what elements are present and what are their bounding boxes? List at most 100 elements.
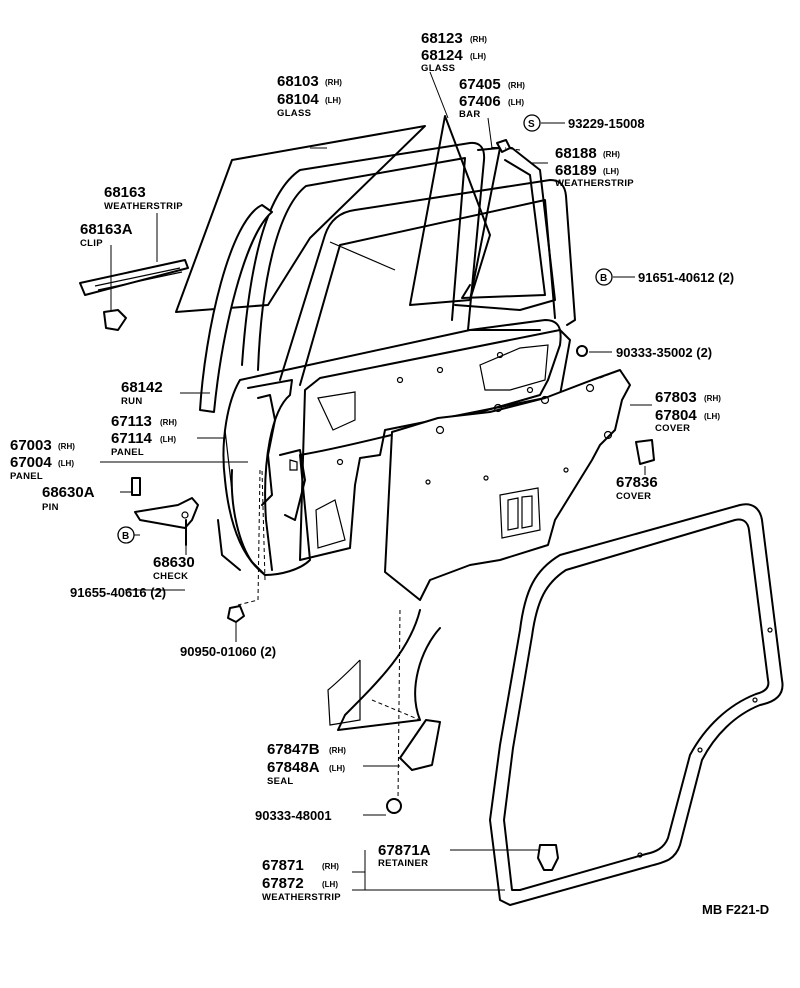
door-weatherstrip [489,503,784,906]
svg-text:WEATHERSTRIP: WEATHERSTRIP [104,201,183,212]
svg-text:67872: 67872 [262,875,304,892]
svg-text:(LH): (LH) [603,167,619,176]
svg-text:67113: 67113 [111,413,152,430]
callout-glass-front: 68103 (RH) 68104 (LH) GLASS [277,73,342,119]
svg-text:67836: 67836 [616,474,658,491]
callout-bar: 67405 (RH) 67406 (LH) BAR [459,76,525,120]
clip-part [103,309,127,331]
svg-text:68163: 68163 [104,184,146,201]
leader-lines [100,71,652,891]
svg-text:68630: 68630 [153,554,195,571]
svg-text:(RH): (RH) [58,442,75,451]
svg-text:67848A: 67848A [267,759,320,776]
callout-plug2: 90333-48001 [255,808,332,823]
svg-text:67114: 67114 [111,430,153,447]
svg-text:93229-15008: 93229-15008 [568,116,645,131]
svg-text:91655-40616 (2): 91655-40616 (2) [70,585,166,600]
svg-text:(LH): (LH) [58,459,74,468]
callout-glass-rear: 68123 (RH) 68124 (LH) GLASS [421,30,487,74]
front-glass-shape [175,125,426,313]
callout-check: B 68630 CHECK [117,526,195,582]
svg-text:68189: 68189 [555,162,597,179]
svg-text:68123: 68123 [421,30,463,47]
svg-text:B: B [122,531,129,542]
svg-text:B: B [600,273,607,284]
svg-text:(RH): (RH) [322,862,339,871]
svg-text:68163A: 68163A [80,221,133,238]
svg-text:(LH): (LH) [470,52,486,61]
callout-panel-inner: 67113 (RH) 67114 (LH) PANEL [111,413,177,458]
svg-text:BAR: BAR [459,109,480,120]
svg-text:GLASS: GLASS [421,63,455,74]
callout-seal: 67847B (RH) 67848A (LH) SEAL [267,741,346,787]
svg-text:90333-35002 (2): 90333-35002 (2) [616,345,712,360]
callout-door-weatherstrip: 67871 (RH) 67872 (LH) WEATHERSTRIP [262,857,341,903]
callout-belt-weatherstrip: 68163 WEATHERSTRIP [104,184,183,212]
svg-text:68630A: 68630A [42,484,95,501]
retainer-clip [537,844,559,871]
svg-text:(LH): (LH) [508,98,524,107]
svg-text:67871A: 67871A [378,842,431,859]
svg-text:PIN: PIN [42,502,59,513]
callout-pin: 68630A PIN [42,484,95,513]
small-cover [635,439,655,465]
svg-text:S: S [528,119,535,130]
svg-text:68124: 68124 [421,47,463,64]
svg-text:WEATHERSTRIP: WEATHERSTRIP [262,892,341,903]
svg-text:(RH): (RH) [160,418,177,427]
callout-plug: 90333-35002 (2) [616,345,712,360]
door-drawing [79,115,784,906]
svg-text:GLASS: GLASS [277,108,311,119]
svg-text:(LH): (LH) [322,880,338,889]
svg-text:COVER: COVER [655,423,690,434]
svg-text:SEAL: SEAL [267,776,294,787]
svg-text:68104: 68104 [277,91,319,108]
svg-text:RETAINER: RETAINER [378,858,428,869]
callout-weatherstrip-glass: 68188 (RH) 68189 (LH) WEATHERSTRIP [555,145,634,189]
svg-text:67004: 67004 [10,454,52,471]
svg-text:PANEL: PANEL [111,447,144,458]
svg-text:90333-48001: 90333-48001 [255,808,332,823]
svg-text:WEATHERSTRIP: WEATHERSTRIP [555,178,634,189]
svg-text:68188: 68188 [555,145,597,162]
callout-bolt-b1: B 91651-40612 (2) [595,268,734,286]
door-inner-panel [299,329,571,561]
diagram-code: MB F221-D [702,902,769,917]
svg-text:(RH): (RH) [325,78,342,87]
run-strip [199,204,273,413]
svg-text:(RH): (RH) [508,81,525,90]
svg-text:91651-40612 (2): 91651-40612 (2) [638,270,734,285]
callout-screw: S 93229-15008 [523,114,645,132]
svg-text:(RH): (RH) [704,394,721,403]
svg-text:67003: 67003 [10,437,52,454]
svg-text:(LH): (LH) [160,435,176,444]
svg-text:(LH): (LH) [704,412,720,421]
svg-text:(RH): (RH) [470,35,487,44]
svg-text:68142: 68142 [121,379,163,396]
svg-text:67847B: 67847B [267,741,320,758]
door-sash [241,141,541,366]
svg-text:90950-01060 (2): 90950-01060 (2) [180,644,276,659]
svg-text:(RH): (RH) [329,746,346,755]
callout-retainer: 67871A RETAINER [378,842,431,869]
svg-text:(LH): (LH) [329,764,345,773]
callout-bolt-b2: 91655-40616 (2) [70,585,166,600]
seal-piece [337,609,441,731]
svg-text:67871: 67871 [262,857,304,874]
callout-clip: 68163A CLIP [80,221,133,249]
callout-panel-outer: 67003 (RH) 67004 (LH) PANEL [10,437,75,482]
svg-text:PANEL: PANEL [10,471,43,482]
door-outer-panel [222,319,562,576]
svg-text:COVER: COVER [616,491,651,502]
svg-text:67803: 67803 [655,389,697,406]
svg-text:CHECK: CHECK [153,571,188,582]
svg-text:CLIP: CLIP [80,238,103,249]
callout-cover: 67803 (RH) 67804 (LH) COVER [655,389,721,434]
callout-grommet: 90950-01060 (2) [180,644,276,659]
door-check [134,497,199,529]
svg-text:67804: 67804 [655,407,697,424]
svg-text:RUN: RUN [121,396,142,407]
svg-text:67406: 67406 [459,93,501,110]
service-hole-cover [384,369,631,601]
